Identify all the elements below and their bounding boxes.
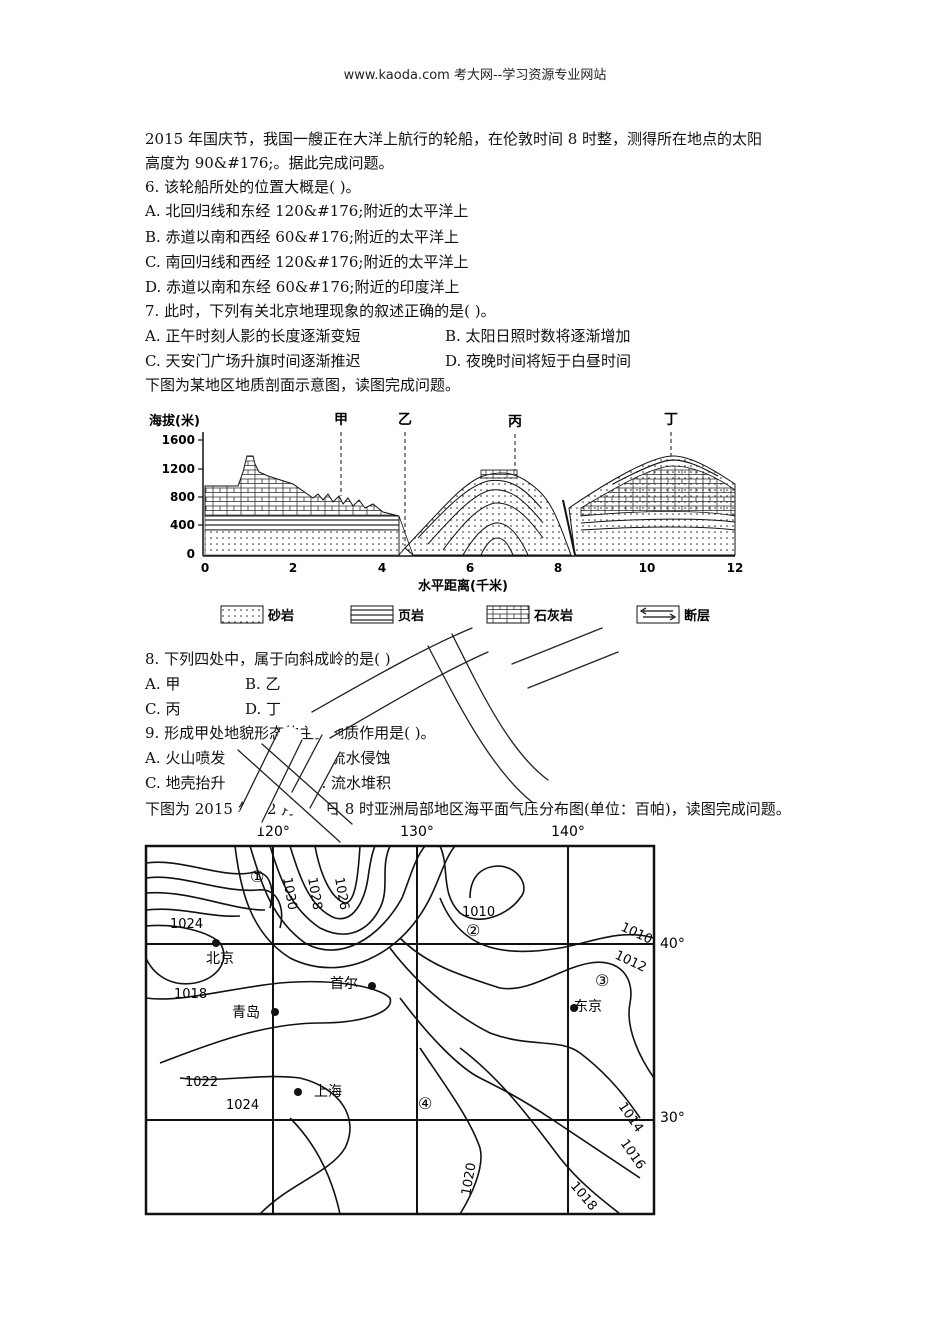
q7-option-b: B. 太阳日照时数将逐渐增加 [445,327,631,345]
isobar-label: 1018 [174,987,207,1002]
city-beijing: 北京 [206,951,234,967]
intro-line-2: 高度为 90&#176;。据此完成问题。 [145,154,394,172]
q6-option-c: C. 南回归线和西经 120&#176;附近的太平洋上 [145,253,469,271]
isobar-label: 1020 [459,1161,480,1196]
fig1-ytick: 1600 [162,433,195,447]
city-dot [212,939,220,947]
q7-option-d: D. 夜晚时间将短于白昼时间 [445,352,632,370]
fault-icon [639,607,677,621]
point-ding: 丁 [664,412,678,428]
q8-options-row-1: A. 甲 B. 乙 [145,673,445,695]
fig1-ytick: 0 [187,547,195,561]
city-dot [368,982,376,990]
legend-limestone: 石灰岩 [533,608,573,624]
q8-option-b: B. 乙 [245,675,281,693]
marker-3: ③ [595,971,609,990]
lon-120: 120° [256,824,290,840]
q7-option-c: C. 天安门广场升旗时间逐渐推迟 [145,352,361,370]
fig1-ylabel: 海拔(米) [149,413,200,429]
lat-30: 30° [660,1110,685,1126]
q8-option-d: D. 丁 [245,700,282,718]
fig1-xlabel: 水平距离(千米) [418,578,508,594]
geologic-section-figure: 海拔(米) 1600 1200 800 400 0 0 2 4 6 8 10 1… [143,398,750,633]
fig1-xtick: 4 [378,561,386,575]
fig1-legend: 砂岩 页岩 石灰岩 断层 [220,605,710,624]
legend-sandstone: 砂岩 [267,608,294,624]
q9-option-d: D. 流水堆积 [310,774,392,792]
lon-130: 130° [400,824,434,840]
point-bing: 丙 [508,414,522,430]
q9-option-b: B. 流水侵蚀 [310,749,391,767]
q6-option-a: A. 北回归线和东经 120&#176;附近的太平洋上 [145,202,469,220]
q8-option-a: A. 甲 [145,675,181,693]
fig1-xtick: 10 [639,561,656,575]
fig1-intro: 下图为某地区地质剖面示意图，读图完成问题。 [145,376,461,394]
fig1-xtick: 12 [727,561,744,575]
fig1-xtick: 0 [201,561,209,575]
q8-options-row-2: C. 丙 D. 丁 [145,698,445,720]
fig1-xtick: 8 [554,561,562,575]
marker-1: ① [250,867,264,886]
legend-fault: 断层 [684,608,710,624]
city-seoul: 首尔 [330,976,358,992]
marker-2: ② [466,921,480,940]
fig1-xtick: 6 [466,561,474,575]
fig1-ytick: 800 [170,490,195,504]
q7-options-row-2: C. 天安门广场升旗时间逐渐推迟 D. 夜晚时间将短于白昼时间 [145,350,705,372]
lon-140: 140° [551,824,585,840]
q9-option-c: C. 地壳抬升 [145,774,226,792]
q9-options-row-1: A. 火山喷发 B. 流水侵蚀 [145,747,545,769]
q7-stem: 7. 此时，下列有关北京地理现象的叙述正确的是( )。 [145,302,496,320]
q6-option-d: D. 赤道以南和东经 60&#176;附近的印度洋上 [145,278,460,296]
isobar-label: 1028 [304,876,325,911]
q7-option-a: A. 正午时刻人影的长度逐渐变短 [145,327,361,345]
isobar-label: 1024 [170,917,203,932]
fig1-xtick: 2 [289,561,297,575]
city-tokyo: 东京 [574,999,602,1015]
legend-shale: 页岩 [398,608,424,624]
isobar-map-figure: 120° 130° 140° 40° 30° 1030 1028 [140,818,690,1218]
isobar-label: 1026 [331,876,352,911]
city-dot [570,1004,578,1012]
q6-option-b: B. 赤道以南和西经 60&#176;附近的太平洋上 [145,228,460,246]
city-shanghai: 上海 [314,1084,342,1100]
marker-4: ④ [418,1094,432,1113]
point-yi: 乙 [398,412,412,428]
q7-options-row-1: A. 正午时刻人影的长度逐渐变短 B. 太阳日照时数将逐渐增加 [145,325,705,347]
city-dot [271,1008,279,1016]
isobar-label: 1030 [279,876,300,911]
q8-option-c: C. 丙 [145,700,181,718]
q8-stem: 8. 下列四处中，属于向斜成岭的是( ) [145,650,391,668]
isobar-label: 1022 [185,1075,218,1090]
q6-stem: 6. 该轮船所处的位置大概是( )。 [145,178,361,196]
fig1-ytick: 400 [170,518,195,532]
isobar-label: 1024 [226,1098,259,1113]
city-qingdao: 青岛 [232,1005,260,1021]
q9-options-row-2: C. 地壳抬升 D. 流水堆积 [145,772,545,794]
q9-stem: 9. 形成甲处地貌形态的主要地质作用是( )。 [145,724,436,742]
intro-line-1: 2015 年国庆节，我国一艘正在大洋上航行的轮船，在伦敦时间 8 时整，测得所在… [145,130,763,148]
lat-40: 40° [660,936,685,952]
fig1-ytick: 1200 [162,462,195,476]
fig2-intro: 下图为 2015 年 12 月 26 日 8 时亚洲局部地区海平面气压分布图(单… [145,800,791,818]
q9-option-a: A. 火山喷发 [145,749,226,767]
city-dot [294,1088,302,1096]
isobar-label: 1010 [462,905,495,920]
point-jia: 甲 [334,412,348,428]
page-header: www.kaoda.com 考大网--学习资源专业网站 [343,68,607,83]
